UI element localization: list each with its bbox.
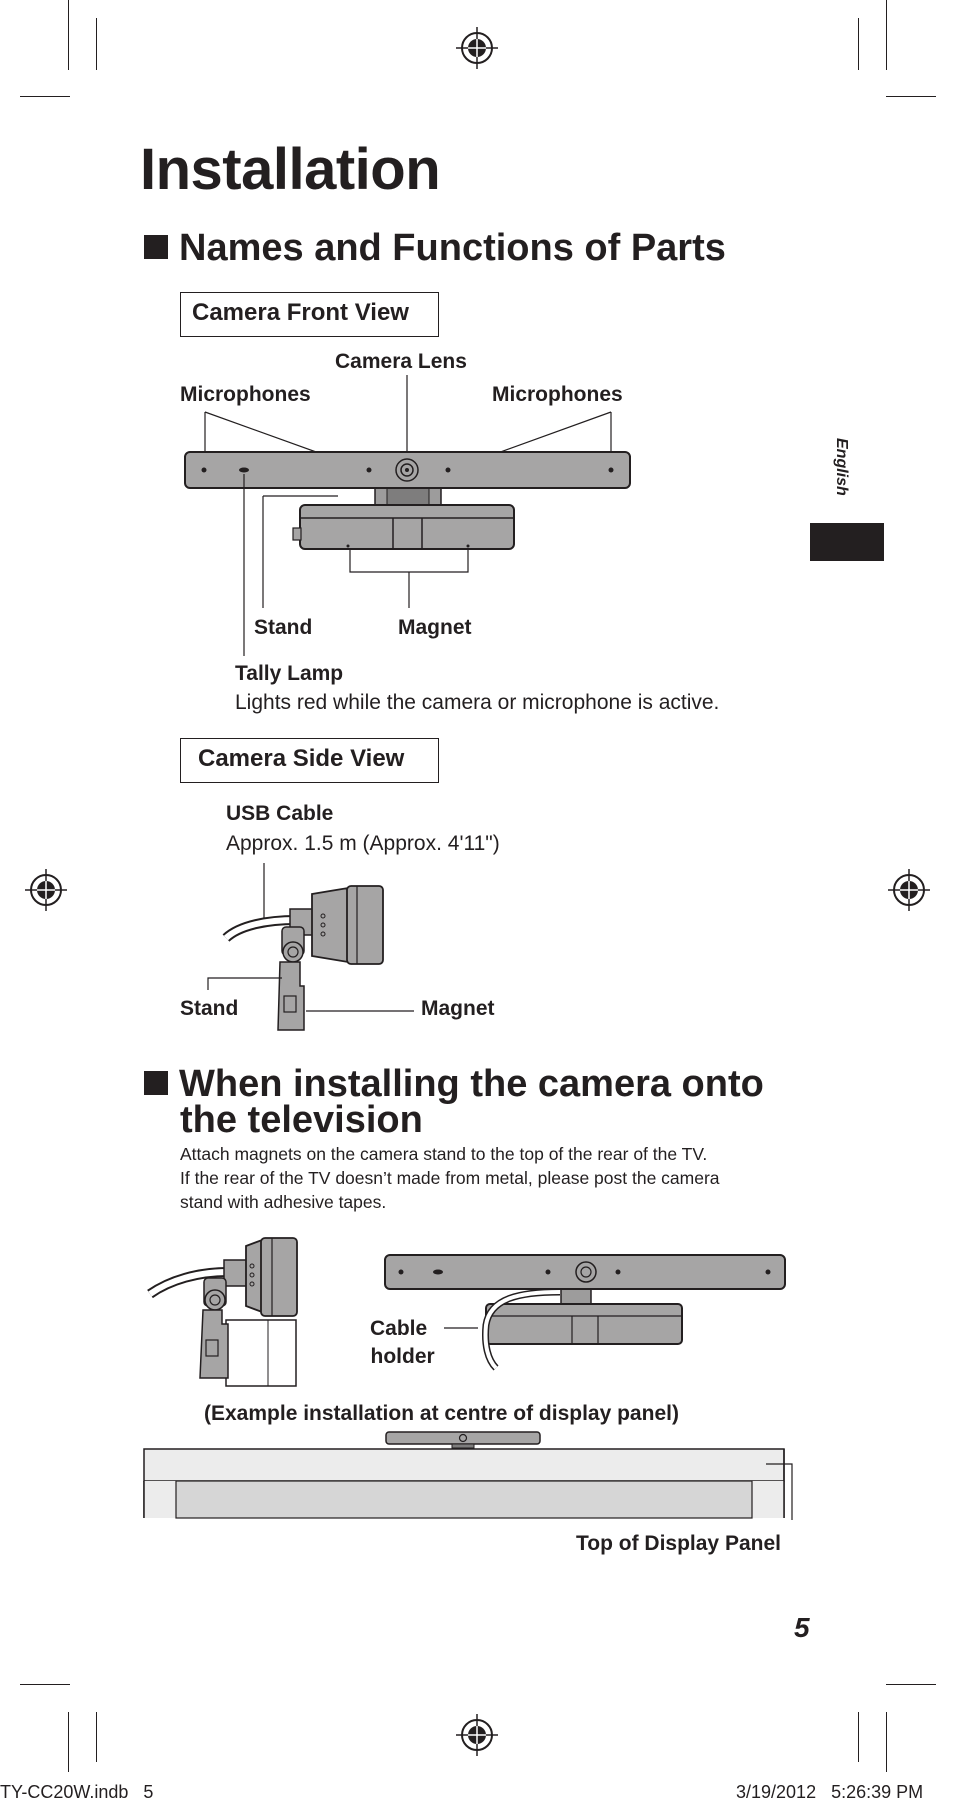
registration-mark-icon [456, 1714, 498, 1756]
crop-mark [886, 0, 887, 70]
magnet-label: Magnet [398, 616, 472, 639]
cable-holder-label: Cable holder [370, 1315, 435, 1371]
crop-mark [20, 96, 70, 97]
instruction-line: If the rear of the TV doesn’t made from … [180, 1168, 720, 1188]
page-number: 5 [794, 1612, 810, 1643]
usb-cable-length: Approx. 1.5 m (Approx. 4'11") [226, 832, 500, 855]
install-instructions: Attach magnets on the camera stand to th… [180, 1142, 820, 1214]
top-of-panel-label: Top of Display Panel [576, 1532, 781, 1555]
example-caption: (Example installation at centre of displ… [204, 1402, 679, 1425]
square-bullet-icon [144, 235, 168, 259]
crop-mark [68, 0, 69, 70]
crop-mark [68, 1712, 69, 1772]
square-bullet-icon [144, 1071, 168, 1095]
registration-mark-icon [456, 27, 498, 69]
section-heading-text: Names and Functions of Parts [179, 227, 726, 269]
side-magnet-label: Magnet [421, 997, 495, 1020]
camera-front-diagram [184, 375, 631, 656]
crop-mark [96, 1712, 97, 1762]
crop-mark [886, 96, 936, 97]
side-stand-label: Stand [180, 997, 239, 1020]
crop-mark [20, 1684, 70, 1685]
footer-file: TY-CC20W.indb 5 [0, 1782, 154, 1802]
page-title: Installation [140, 137, 441, 202]
tally-lamp-label: Tally Lamp [235, 662, 344, 685]
install-rear-diagram [384, 1254, 786, 1371]
registration-mark-icon [888, 869, 930, 911]
section-heading-installing-line2: the television [180, 1099, 423, 1141]
registration-mark-icon [25, 869, 67, 911]
section-heading-parts: Names and Functions of Parts [144, 227, 726, 269]
section-heading-installing: When installing the camera onto [144, 1063, 764, 1105]
camera-side-diagram [207, 863, 414, 1031]
footer-timestamp: 3/19/2012 5:26:39 PM [736, 1782, 924, 1802]
microphones-left-label: Microphones [180, 383, 311, 406]
microphones-right-label: Microphones [492, 383, 623, 406]
instruction-line: stand with adhesive tapes. [180, 1192, 387, 1212]
side-view-title: Camera Side View [180, 738, 439, 783]
crop-mark [858, 18, 859, 70]
instruction-line: Attach magnets on the camera stand to th… [180, 1144, 708, 1164]
crop-mark [858, 1712, 859, 1762]
tally-lamp-description: Lights red while the camera or microphon… [235, 691, 720, 714]
language-tab-marker [810, 523, 884, 561]
crop-mark [96, 18, 97, 70]
front-view-title: Camera Front View [180, 292, 439, 337]
cable-holder-line1: Cable [370, 1317, 428, 1340]
stand-label: Stand [254, 616, 313, 639]
camera-lens-label: Camera Lens [335, 350, 467, 373]
usb-cable-label: USB Cable [226, 802, 334, 825]
crop-mark [886, 1712, 887, 1772]
install-side-diagram [147, 1237, 298, 1387]
display-panel-diagram [143, 1431, 793, 1520]
section-heading-line1: When installing the camera onto [179, 1063, 764, 1105]
language-tab-label: English [833, 438, 850, 496]
crop-mark [886, 1684, 936, 1685]
cable-holder-line2: holder [370, 1345, 435, 1368]
